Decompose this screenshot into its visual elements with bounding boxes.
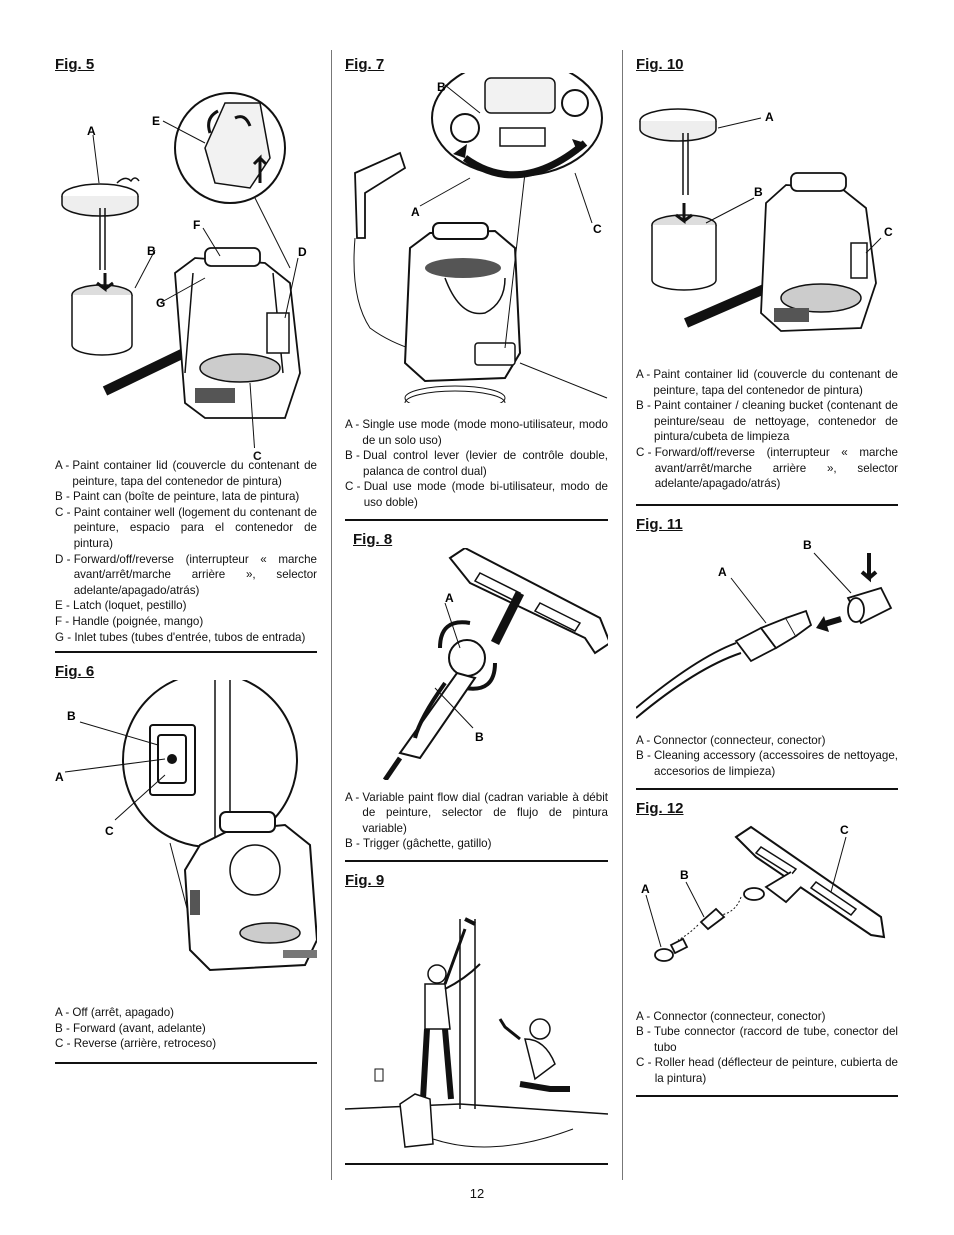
legend-item: B - Cleaning accessory (accessoires de n… (636, 749, 898, 778)
column-divider-left (331, 50, 332, 1180)
legend-item: C - Reverse (arrière, retroceso) (55, 1037, 217, 1051)
fig10-label-c: C (884, 225, 893, 239)
fig7-drawing: B A C (353, 73, 608, 403)
fig7-illustration: B A C (345, 73, 608, 403)
fig7-label-c: C (593, 222, 602, 236)
fig10-label-b: B (754, 185, 763, 199)
legend-item: A - Single use mode (mode mono-utilisate… (345, 418, 608, 447)
fig5-rule (55, 651, 317, 654)
legend-item: B - Forward (avant, adelante) (55, 1021, 206, 1035)
fig6-label-c: C (105, 824, 114, 838)
fig9-drawing (345, 917, 608, 1148)
fig7-label-a: A (411, 205, 420, 219)
fig12-section: Fig. 12 A B C A - Connec (636, 800, 898, 1097)
legend-item: E - Latch (loquet, pestillo) (55, 599, 187, 613)
fig9-rule (345, 1162, 608, 1165)
column-1: Fig. 5 (55, 50, 317, 1074)
legend-item: B - Dual control lever (levier de contrô… (345, 449, 608, 478)
fig5-label-c: C (253, 449, 262, 463)
legend-item: B - Paint can (boîte de peinture, lata d… (55, 490, 300, 504)
fig6-title: Fig. 6 (55, 663, 95, 681)
fig7-rule (345, 518, 608, 521)
fig6-label-a: A (55, 770, 64, 784)
legend-item: B - Trigger (gâchette, gatillo) (345, 837, 492, 851)
legend-item: G - Inlet tubes (tubes d'entrée, tubos d… (55, 630, 306, 644)
legend-item: C - Dual use mode (mode bi-utilisateur, … (345, 480, 608, 509)
fig11-illustration: A B (636, 533, 898, 731)
fig12-legend: A - Connector (connecteur, conector) B -… (636, 1009, 898, 1087)
fig11-label-a: A (718, 565, 727, 579)
fig11-label-b: B (803, 538, 812, 552)
legend-item: B - Paint container / cleaning bucket (c… (636, 399, 898, 444)
fig8-illustration: A B (345, 547, 608, 780)
fig10-label-a: A (765, 110, 774, 124)
legend-item: B - Tube connector (raccord de tube, con… (636, 1025, 898, 1054)
fig6-section: Fig. 6 B A C (55, 663, 317, 1064)
fig7-section: Fig. 7 (345, 56, 608, 521)
fig5-label-a: A (87, 124, 96, 138)
fig6-legend: A - Off (arrêt, apagado) B - Forward (av… (55, 1005, 317, 1052)
fig12-title: Fig. 12 (636, 799, 684, 817)
fig11-section: Fig. 11 A B A - Connector (connecteur, c… (636, 516, 898, 790)
legend-item: A - Connector (connecteur, conector) (636, 1009, 826, 1023)
fig5-label-d: D (298, 245, 307, 259)
column-3: Fig. 10 A B (636, 50, 898, 1107)
fig10-illustration: A B C (636, 73, 898, 363)
fig12-label-a: A (641, 882, 650, 896)
fig6-label-b: B (67, 709, 76, 723)
fig5-section: Fig. 5 (55, 56, 317, 654)
legend-item: C - Forward/off/reverse (interrupteur « … (636, 445, 898, 491)
fig8-rule (345, 859, 608, 862)
fig11-rule (636, 787, 898, 790)
fig10-drawing: A B C (639, 108, 893, 332)
legend-item: A - Paint container lid (couvercle du co… (636, 368, 898, 397)
fig12-illustration: A B C (636, 817, 898, 1007)
legend-item: A - Off (arrêt, apagado) (55, 1006, 175, 1020)
fig5-label-g: G (156, 296, 165, 310)
fig7-legend: A - Single use mode (mode mono-utilisate… (345, 417, 608, 511)
legend-item: C - Roller head (déflecteur de peinture,… (636, 1056, 898, 1085)
fig8-title: Fig. 8 (353, 530, 393, 548)
fig9-section: Fig. 9 (345, 872, 608, 1165)
fig8-legend: A - Variable paint flow dial (cadran var… (345, 790, 608, 852)
fig10-title: Fig. 10 (636, 56, 684, 73)
fig5-illustration: A B E F G D C (55, 73, 317, 463)
fig8-label-a: A (445, 591, 454, 605)
fig8-drawing: A B (382, 547, 608, 780)
fig10-legend: A - Paint container lid (couvercle du co… (636, 367, 898, 492)
fig5-legend: A - Paint container lid (couvercle du co… (55, 458, 317, 645)
fig11-drawing: A B (636, 538, 893, 719)
fig9-title: Fig. 9 (345, 871, 385, 889)
page-number: 12 (469, 1186, 485, 1201)
column-divider-right (622, 50, 623, 1180)
fig8-section: Fig. 8 A B A - Variable paint flow dial … (345, 531, 608, 862)
fig5-label-f: F (193, 218, 200, 232)
legend-item: A - Variable paint flow dial (cadran var… (345, 790, 608, 835)
fig6-drawing: B A C (55, 680, 317, 972)
fig5-label-e: E (152, 114, 160, 128)
fig11-title: Fig. 11 (636, 515, 683, 533)
legend-item: D - Forward/off/reverse (interrupteur « … (55, 552, 317, 597)
fig5-drawing: A B E F G D (61, 92, 307, 448)
fig6-illustration: B A C (55, 680, 317, 998)
legend-item: A - Connector (connecteur, conector) (636, 733, 826, 747)
fig12-label-b: B (680, 868, 689, 882)
fig6-rule (55, 1061, 317, 1064)
fig12-rule (636, 1094, 898, 1097)
fig10-rule (636, 503, 898, 506)
column-2: Fig. 7 (345, 50, 608, 1175)
fig5-title: Fig. 5 (55, 56, 95, 73)
fig12-drawing: A B C (641, 823, 886, 962)
fig7-title: Fig. 7 (345, 56, 385, 73)
fig12-label-c: C (840, 823, 849, 837)
legend-item: F - Handle (poignée, mango) (55, 614, 204, 628)
legend-item: A - Paint container lid (couvercle du co… (55, 459, 317, 488)
fig8-label-b: B (475, 730, 484, 744)
fig7-label-b: B (437, 80, 446, 94)
fig5-label-b: B (147, 244, 156, 258)
fig10-section: Fig. 10 A B (636, 56, 898, 506)
legend-item: C - Paint container well (logement du co… (55, 505, 317, 550)
fig11-legend: A - Connector (connecteur, conector) B -… (636, 733, 898, 780)
fig9-illustration (345, 889, 608, 1159)
